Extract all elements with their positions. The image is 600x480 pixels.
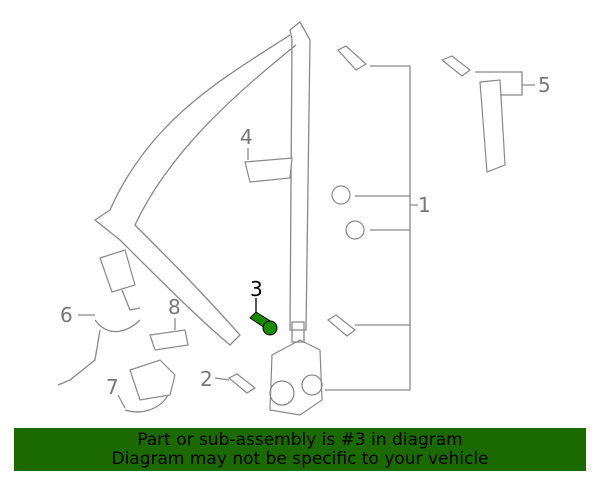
label-6: 6 xyxy=(60,303,73,327)
label-2: 2 xyxy=(200,367,213,391)
leader-lines xyxy=(78,65,535,409)
label-5: 5 xyxy=(538,73,551,97)
label-7: 7 xyxy=(106,375,119,399)
bracket-4 xyxy=(244,157,293,183)
banner-line-2: Diagram may not be specific to your vehi… xyxy=(111,449,489,469)
guide-5 xyxy=(440,55,506,173)
parts-diagram: 1 2 3 4 5 6 7 8 xyxy=(57,21,551,416)
info-banner: Part or sub-assembly is #3 in diagram Di… xyxy=(14,428,586,471)
buckle xyxy=(57,249,189,413)
retractor xyxy=(269,321,323,416)
part-3-bolt xyxy=(249,298,278,336)
bolts-and-caps xyxy=(227,45,368,394)
banner-line-1: Part or sub-assembly is #3 in diagram xyxy=(137,430,463,450)
label-8: 8 xyxy=(168,295,181,319)
seat-belt-webbing xyxy=(93,21,311,346)
label-4: 4 xyxy=(240,125,253,149)
label-1: 1 xyxy=(418,193,431,217)
label-3: 3 xyxy=(250,277,263,301)
